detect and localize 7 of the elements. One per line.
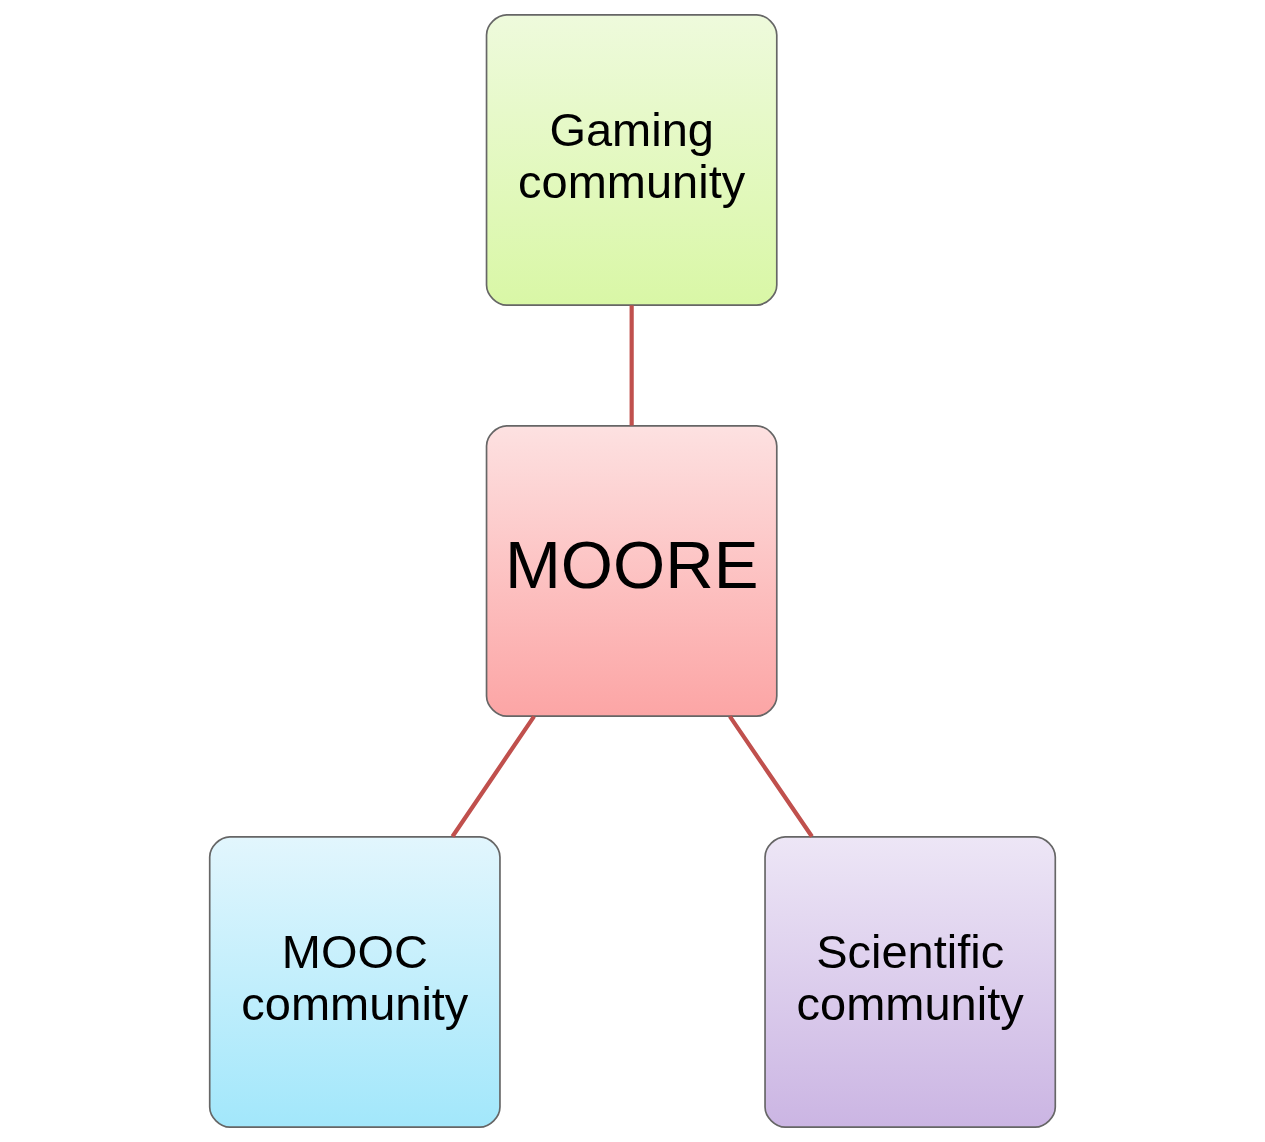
- node-box: Scientific community: [764, 836, 1057, 1128]
- node-box: Gaming community: [485, 14, 778, 306]
- node-box: MOOC community: [208, 836, 501, 1128]
- connector: [629, 305, 634, 426]
- connector: [450, 715, 536, 838]
- connector: [728, 715, 814, 838]
- node-box: MOORE: [485, 425, 778, 717]
